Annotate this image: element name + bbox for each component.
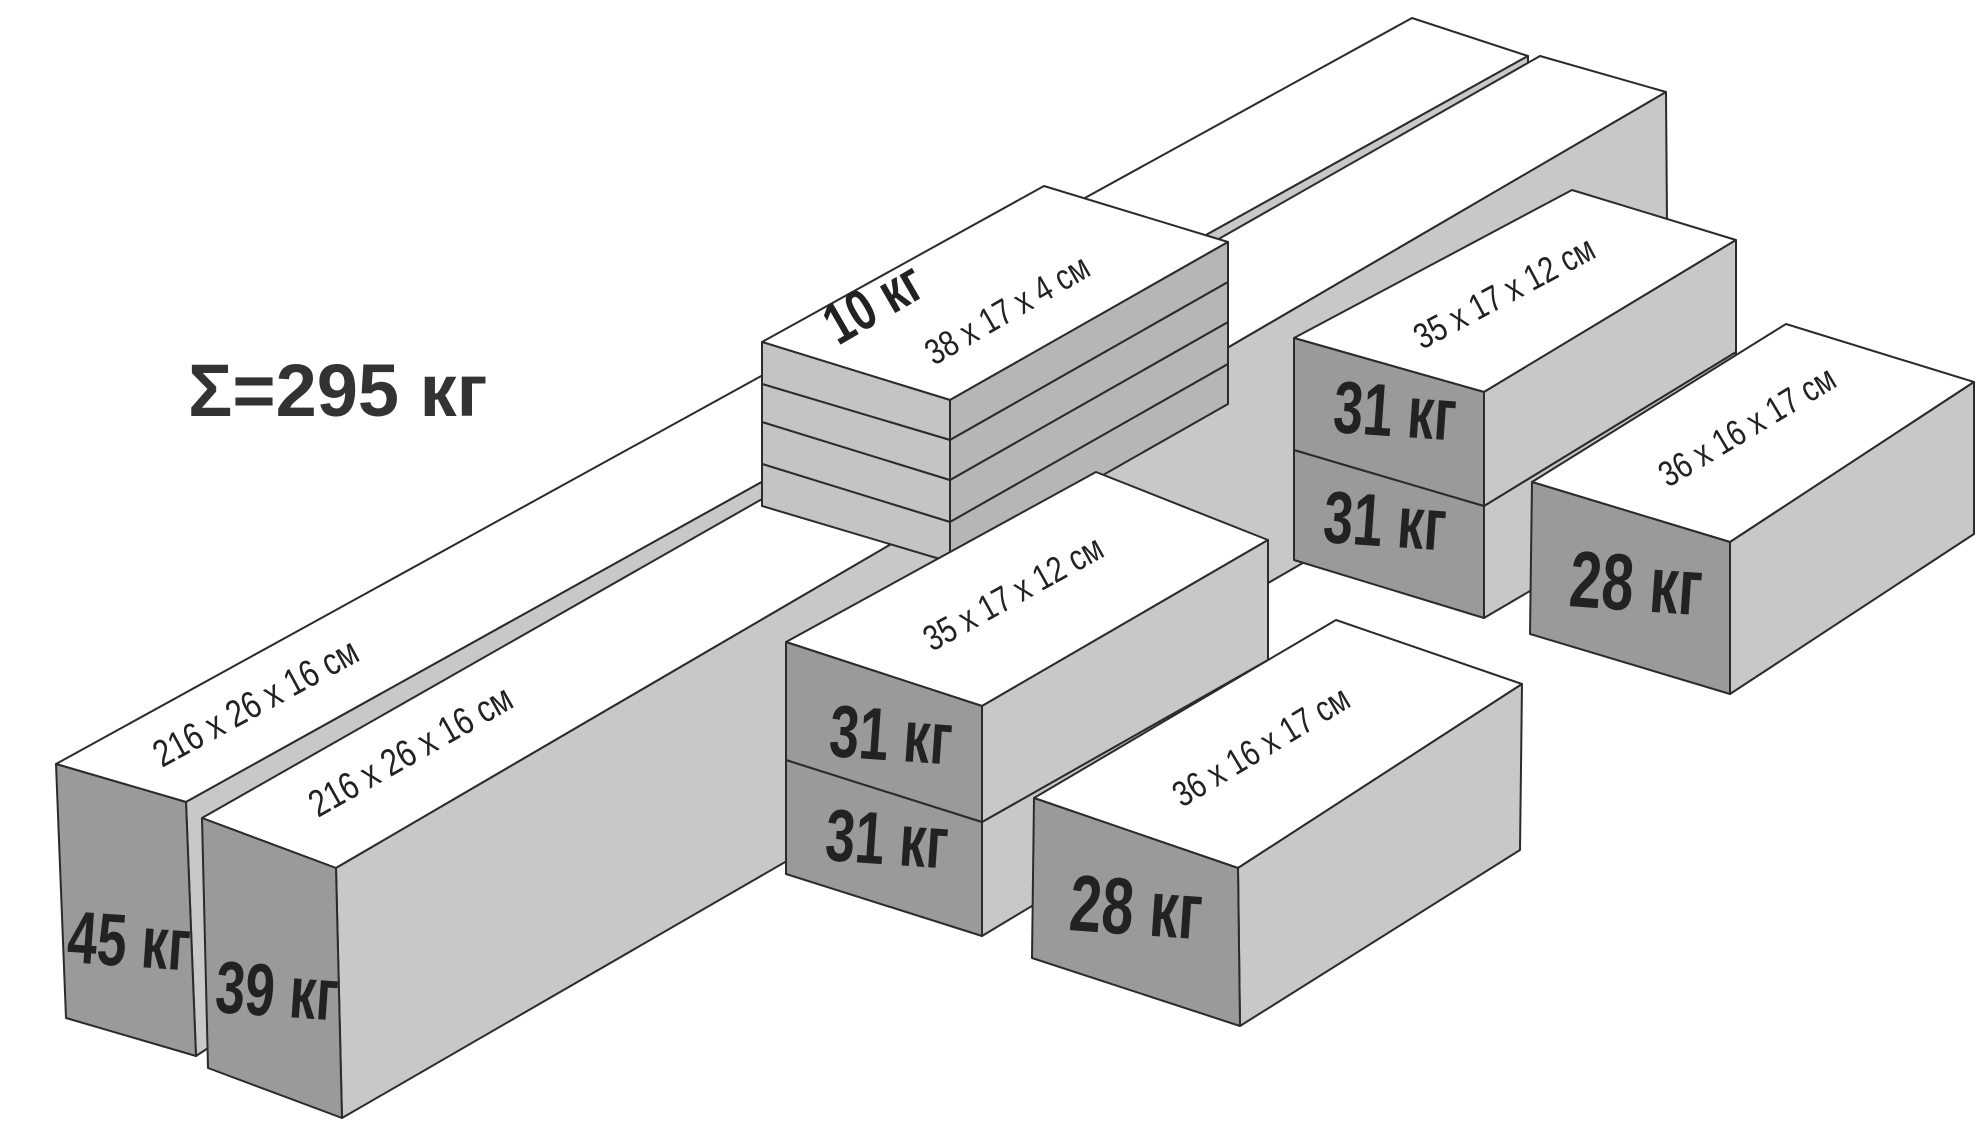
plates-stack xyxy=(761,185,1229,563)
weight-label-long-back: 45 кг xyxy=(65,896,193,987)
weight-label-right-top: 31 кг xyxy=(1331,366,1459,457)
weight-label-right-flat: 28 кг xyxy=(1567,534,1706,633)
weight-label-mid-bottom: 31 кг xyxy=(823,794,951,885)
weight-label-mid-top: 31 кг xyxy=(827,690,955,781)
right-stack-top-box xyxy=(1293,189,1737,507)
total-weight-label: Σ=295 кг xyxy=(188,349,488,432)
weight-label-mid-flat: 28 кг xyxy=(1067,858,1206,957)
right-flat-box xyxy=(1529,323,1975,695)
mid-flat-box xyxy=(1031,619,1523,1027)
weight-label-right-bottom: 31 кг xyxy=(1321,476,1449,567)
weight-label-long-front: 39 кг xyxy=(213,946,341,1037)
